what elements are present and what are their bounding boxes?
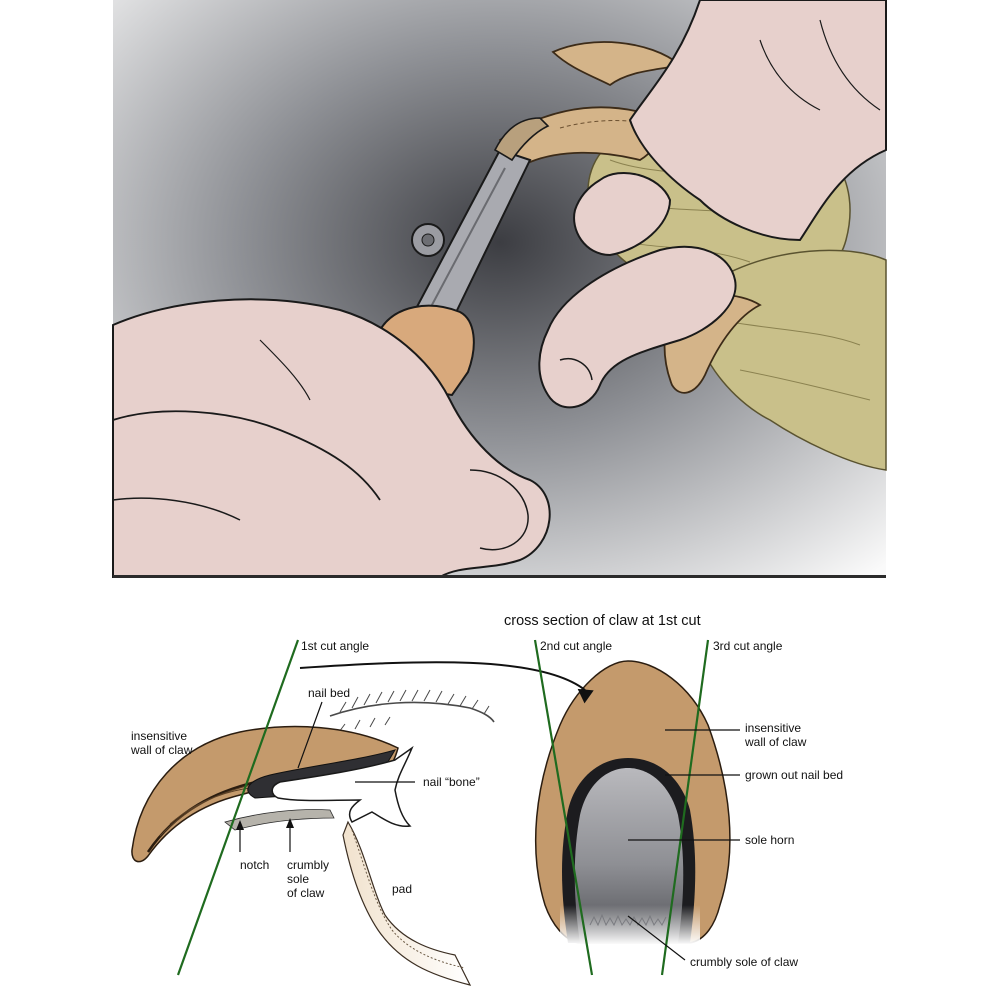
label-nail-bone: nail “bone”	[423, 775, 480, 789]
fur-hatching	[329, 689, 495, 733]
pad-shape	[342, 820, 472, 986]
label-side-wall-line1: insensitive	[131, 729, 187, 743]
label-crumbly-line3: of claw	[287, 886, 325, 900]
diagram-title: cross section of claw at 1st cut	[504, 613, 701, 629]
cross-section-sole-horn	[574, 768, 684, 943]
label-pad: pad	[392, 882, 412, 896]
label-second-cut-angle: 2nd cut angle	[540, 639, 612, 653]
label-cs-wall-line1: insensitive	[745, 721, 801, 735]
section-arrow	[299, 661, 586, 691]
label-side-wall-line2: wall of claw	[130, 743, 193, 757]
third-cut-line	[660, 639, 710, 976]
claws	[498, 41, 762, 394]
label-nail-bed: nail bed	[308, 686, 350, 700]
clipper-tip	[493, 117, 550, 162]
label-cs-wall-line2: wall of claw	[744, 735, 807, 749]
right-thumb	[538, 245, 737, 409]
left-hand	[112, 298, 551, 578]
first-cut-line	[176, 639, 300, 976]
upper-claw	[551, 41, 682, 87]
label-crumbly-sole-of-claw: crumbly sole of claw	[690, 955, 798, 969]
side-crumbly-sole	[224, 809, 335, 831]
right-hand	[538, 0, 887, 409]
cross-section	[534, 660, 731, 945]
label-notch: notch	[240, 858, 269, 872]
claw-diagram: cross section of claw at 1st cut 1st cut…	[130, 613, 843, 986]
label-crumbly-line1: crumbly	[287, 858, 329, 872]
label-crumbly-line2: sole	[287, 872, 309, 886]
label-third-cut-angle: 3rd cut angle	[713, 639, 783, 653]
leader-lines	[239, 701, 740, 961]
top-illustration	[112, 0, 887, 578]
label-grown-out-nail-bed: grown out nail bed	[745, 768, 843, 782]
label-first-cut-angle: 1st cut angle	[301, 639, 369, 653]
label-sole-horn: sole horn	[745, 833, 794, 847]
second-cut-line	[533, 639, 594, 976]
nail-bone	[271, 745, 414, 827]
